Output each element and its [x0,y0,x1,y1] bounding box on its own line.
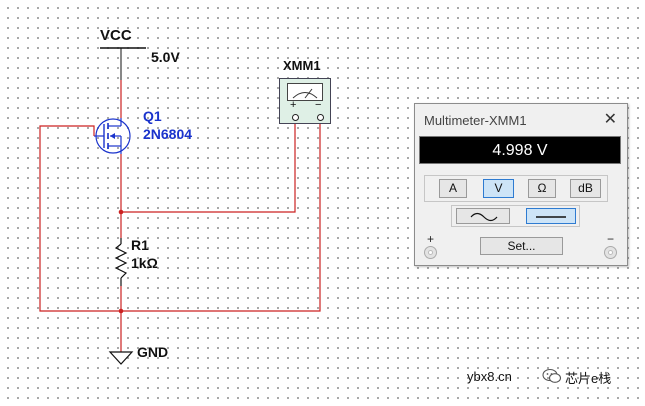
meter-plus-wire [121,124,296,213]
meter-plus-sign: + [290,99,297,111]
watermark-brand: 芯片e栈 [565,371,612,386]
gate-wire [39,125,121,312]
meter-reading-display: 4.998 V [419,136,621,164]
multimeter-symbol[interactable]: + − [279,78,331,124]
ac-button[interactable] [456,208,510,224]
ground-icon [108,351,134,365]
multimeter-ref: XMM1 [283,58,321,73]
meter-minus-wire [121,124,321,312]
resistor-r1-symbol[interactable] [114,238,128,286]
dc-line-icon [536,216,566,218]
transistor-part: 2N6804 [143,126,193,142]
vcc-label: VCC [100,27,132,44]
multimeter-window[interactable]: Multimeter-XMM1 ✕ 4.998 V A V Ω dB + − S… [414,103,628,266]
wechat-icon [542,368,562,384]
mode-button-voltmeter[interactable]: V [483,179,514,198]
gnd-label: GND [137,344,169,360]
mode-button-ohmmeter[interactable]: Ω [528,179,556,198]
mode-button-ammeter[interactable]: A [439,179,467,198]
meter-minus-sign: − [315,99,322,111]
ac-wave-icon [470,212,498,222]
window-plus-label: + [427,232,435,246]
dc-button[interactable] [526,208,576,224]
set-button[interactable]: Set... [480,237,563,255]
resistor-value: 1kΩ [131,255,158,271]
vcc-voltage: 5.0V [151,49,180,65]
resistor-ref: R1 [131,237,149,253]
window-title: Multimeter-XMM1 [424,113,527,128]
window-minus-terminal[interactable] [604,246,617,259]
mosfet-q1-symbol[interactable] [94,118,131,154]
watermark-site: ybx8.cn [467,369,512,384]
meter-gauge-icon [287,83,323,101]
meter-minus-terminal[interactable] [317,114,324,121]
meter-plus-terminal[interactable] [292,114,299,121]
window-minus-label: − [607,232,615,246]
mode-button-decibel[interactable]: dB [570,179,601,198]
window-plus-terminal[interactable] [424,246,437,259]
close-icon[interactable]: ✕ [603,111,617,128]
transistor-ref: Q1 [143,108,162,124]
